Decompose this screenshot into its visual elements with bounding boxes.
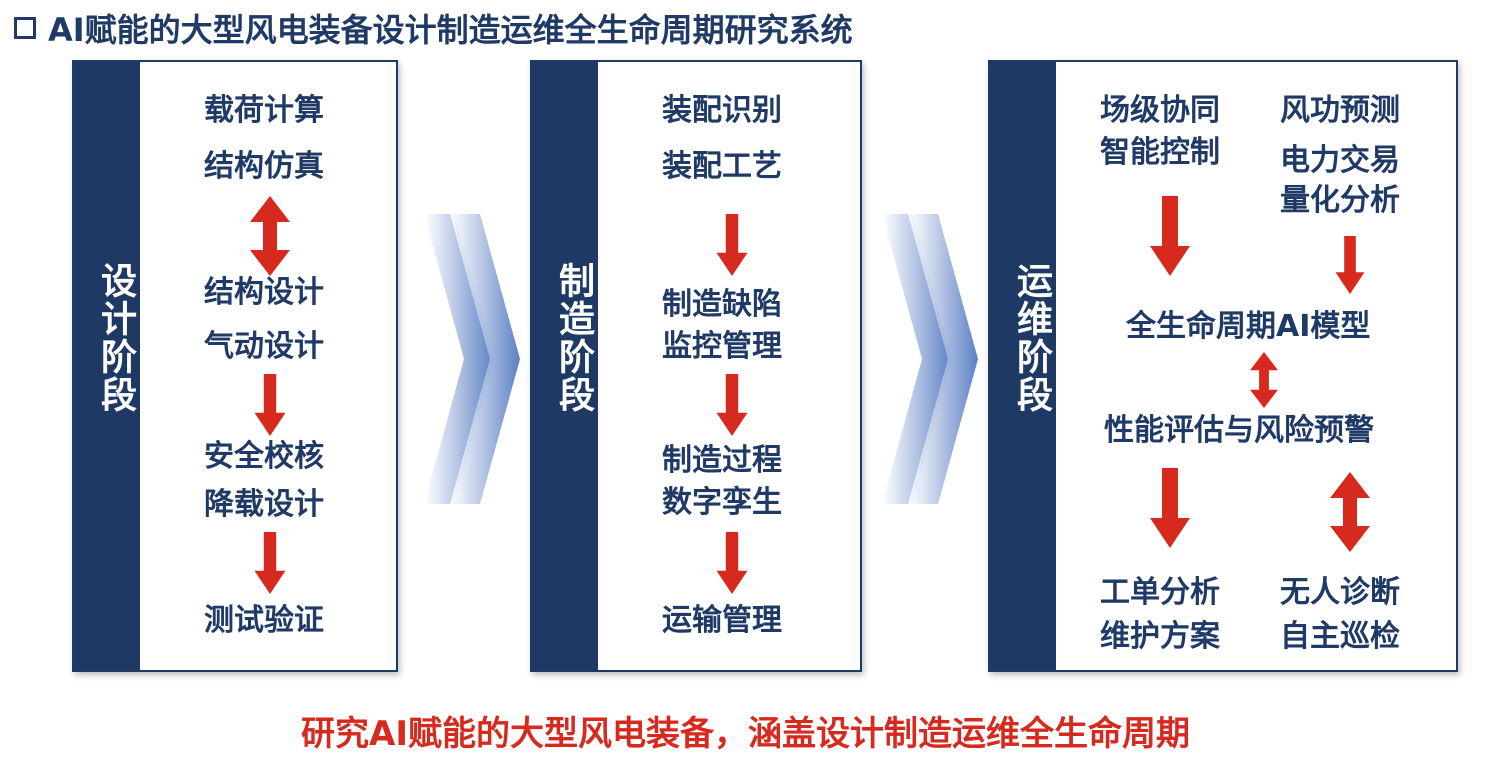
chevron-right-icon — [882, 214, 978, 504]
chevron-right-icon — [424, 214, 520, 504]
down-arrow-icon — [712, 532, 752, 594]
down-arrow-icon — [250, 374, 290, 436]
op-item-unmanned-diag: 无人诊断 — [1280, 575, 1400, 610]
down-arrow-icon — [712, 214, 752, 276]
op-item-smart-control: 智能控制 — [1100, 135, 1220, 170]
manufacture-stage-bar: 制造阶段 — [532, 62, 598, 670]
design-stage-bar: 设计阶段 — [74, 62, 140, 670]
down-arrow-icon — [1150, 178, 1190, 294]
summary-caption: 研究AI赋能的大型风电装备，涵盖设计制造运维全生命周期 — [301, 714, 1190, 754]
op-item-field-coop: 场级协同 — [1100, 93, 1220, 128]
design-item-load-reduce: 降载设计 — [204, 487, 324, 522]
mfg-item-defect: 制造缺陷 — [662, 287, 782, 322]
operation-stage-bar: 运维阶段 — [990, 62, 1056, 670]
operation-stage-panel: 运维阶段 场级协同 智能控制 风功预测 电力交易 量化分析 全生命周期AI模型 … — [988, 60, 1458, 672]
double-arrow-icon — [250, 196, 290, 276]
operation-stage-label: 运维阶段 — [1011, 262, 1052, 414]
design-stage-panel: 设计阶段 载荷计算 结构仿真 结构设计 气动设计 安全校核 降载设计 测试验证 — [72, 60, 398, 672]
down-arrow-icon — [250, 532, 290, 594]
mfg-item-digital-twin: 数字孪生 — [662, 485, 782, 520]
op-item-performance-risk: 性能评估与风险预警 — [1104, 413, 1374, 448]
op-item-auto-inspect: 自主巡检 — [1280, 619, 1400, 654]
design-item-safety-check: 安全校核 — [204, 439, 324, 474]
op-item-power-forecast: 风功预测 — [1280, 93, 1400, 128]
design-item-aero-design: 气动设计 — [204, 329, 324, 364]
op-item-quant-analysis: 量化分析 — [1280, 183, 1400, 218]
design-item-structure-sim: 结构仿真 — [204, 149, 324, 184]
op-item-lifecycle-ai-model: 全生命周期AI模型 — [1126, 309, 1371, 344]
page-title: AI赋能的大型风电装备设计制造运维全生命周期研究系统 — [14, 6, 853, 50]
checkbox-square-icon — [14, 17, 36, 39]
op-item-work-order: 工单分析 — [1100, 575, 1220, 610]
manufacture-stage-panel: 制造阶段 装配识别 装配工艺 制造缺陷 监控管理 制造过程 数字孪生 运输管理 — [530, 60, 862, 672]
manufacture-stage-label: 制造阶段 — [553, 262, 594, 414]
mfg-item-process: 制造过程 — [662, 443, 782, 478]
op-item-maintenance: 维护方案 — [1100, 619, 1220, 654]
mfg-item-assembly-recog: 装配识别 — [662, 93, 782, 128]
design-item-load-calc: 载荷计算 — [204, 93, 324, 128]
design-stage-label: 设计阶段 — [95, 262, 136, 414]
design-item-structure-design: 结构设计 — [204, 275, 324, 310]
down-arrow-icon — [1150, 460, 1190, 556]
op-item-power-trade: 电力交易 — [1280, 143, 1400, 178]
down-arrow-icon — [1330, 236, 1370, 294]
mfg-item-monitor: 监控管理 — [662, 329, 782, 364]
design-item-test-verify: 测试验证 — [204, 603, 324, 638]
mfg-item-transport: 运输管理 — [662, 603, 782, 638]
double-arrow-icon — [1330, 468, 1370, 556]
mfg-item-assembly-process: 装配工艺 — [662, 149, 782, 184]
down-arrow-icon — [712, 374, 752, 436]
double-arrow-icon — [1244, 352, 1284, 408]
page-title-text: AI赋能的大型风电装备设计制造运维全生命周期研究系统 — [48, 11, 853, 49]
